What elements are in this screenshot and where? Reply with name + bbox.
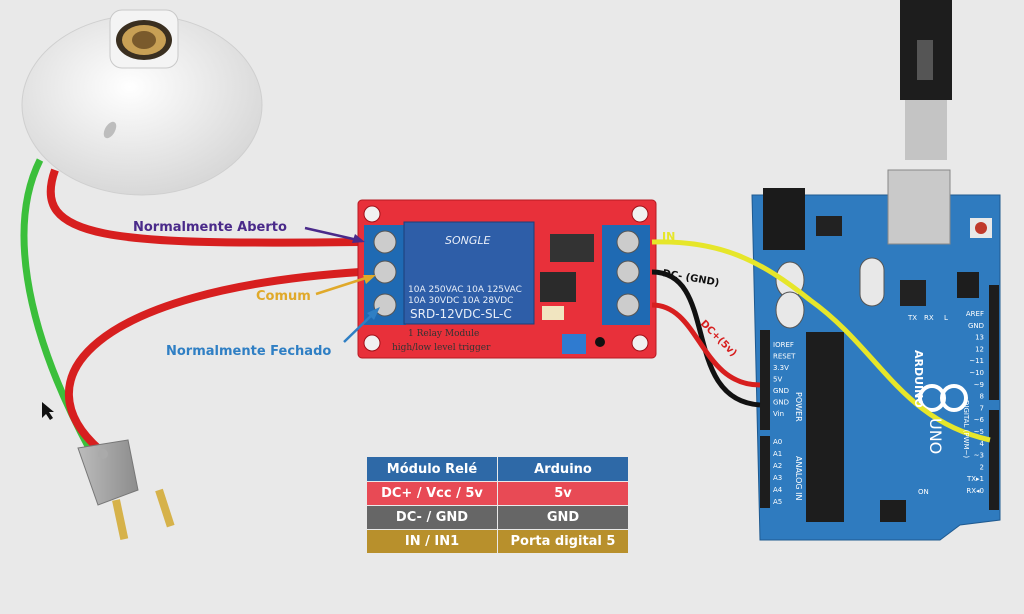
wire-label-in: IN — [662, 230, 675, 243]
pin-label: A1 — [773, 450, 782, 458]
pin-label: GND — [773, 387, 789, 395]
red-wire-plug-to-com — [64, 268, 361, 454]
pin-label: ~5 — [974, 428, 984, 436]
wire-label-gnd: DC- (GND) — [661, 268, 720, 289]
red-wire-vcc — [651, 302, 761, 388]
pin-label: Vin — [773, 410, 784, 418]
pin-label: ~3 — [974, 452, 984, 460]
digital-pin-labels: AREF GND 13 12 ~11 ~10 ~9 8 7 ~6 ~5 4 ~3 2TX▸1RX◂0 — [966, 310, 985, 495]
table-cell: Porta digital 5 — [497, 529, 629, 554]
pin-label: 8 — [980, 393, 984, 401]
digital-header: DIGITAL (PWM~) — [962, 400, 970, 458]
power-pin-labels: IOREF RESET 3.3V 5V GND GND Vin — [773, 341, 796, 418]
table-cell: GND — [497, 505, 629, 530]
power-plug — [77, 439, 175, 540]
label-common: Comum — [256, 289, 311, 304]
relay-caption: 1 Relay Module — [408, 329, 479, 339]
relay-model: SRD-12VDC-SL-C — [410, 307, 512, 321]
relay-brand: SONGLE — [445, 234, 491, 247]
pin-label: TX▸1 — [966, 475, 984, 483]
usb-cable — [900, 0, 952, 160]
pin-label: ~11 — [969, 357, 984, 365]
pin-label: RESET — [773, 353, 796, 361]
pin-label: A3 — [773, 474, 782, 482]
relay-rating-1: 10A 250VAC 10A 125VAC — [408, 285, 522, 295]
pin-label: A5 — [773, 498, 782, 506]
label-normally-closed: Normalmente Fechado — [166, 344, 332, 359]
cursor-icon — [42, 402, 54, 420]
table-row: DC+ / Vcc / 5v 5v — [366, 481, 629, 506]
rx-label: RX — [924, 314, 934, 322]
power-header: POWER — [794, 392, 803, 422]
pin-label: A0 — [773, 438, 782, 446]
arduino-uno-text: UNO — [926, 418, 945, 454]
yellow-wire-in — [651, 239, 991, 443]
table-row: DC- / GND GND — [366, 505, 629, 530]
pin-label: 7 — [980, 404, 984, 412]
table-row: IN / IN1 Porta digital 5 — [366, 529, 629, 554]
relay-caption-2: high/low level trigger — [392, 343, 491, 353]
pin-label: 2 — [980, 463, 984, 471]
arduino-board — [751, 169, 1001, 541]
pin-label: ~10 — [969, 369, 984, 377]
pin-label: GND — [968, 322, 984, 330]
l-label: L — [944, 314, 948, 322]
arrows — [304, 226, 380, 343]
pin-label: GND — [773, 399, 789, 407]
arduino-logo-text: ARDUINO — [912, 350, 925, 408]
pin-label: IOREF — [773, 341, 794, 349]
pin-label: ~9 — [974, 381, 984, 389]
pin-label: 3.3V — [773, 364, 789, 372]
label-normally-open: Normalmente Aberto — [133, 220, 287, 235]
table-header: Módulo Relé — [366, 456, 498, 482]
black-wire-gnd — [651, 269, 761, 408]
pin-label: RX◂0 — [966, 487, 984, 495]
pin-label: AREF — [966, 310, 984, 318]
on-label: ON — [918, 488, 929, 496]
relay-module — [357, 199, 657, 359]
lamp-socket — [21, 9, 263, 196]
pin-label: 5V — [773, 376, 782, 384]
pin-label: 13 — [975, 334, 984, 342]
table-cell: 5v — [497, 481, 629, 506]
table-cell: DC+ / Vcc / 5v — [366, 481, 498, 506]
relay-rating-2: 10A 30VDC 10A 28VDC — [408, 296, 513, 306]
table-header-row: Módulo Relé Arduino — [366, 456, 629, 482]
analog-header: ANALOG IN — [794, 456, 803, 501]
table-cell: IN / IN1 — [366, 529, 498, 554]
table-header: Arduino — [497, 456, 629, 482]
pin-label: A4 — [773, 486, 783, 494]
red-wire-lamp-to-no — [46, 168, 361, 247]
table-cell: DC- / GND — [366, 505, 498, 530]
pin-label: 12 — [975, 345, 984, 353]
tx-label: TX — [907, 314, 917, 322]
pin-mapping-table: Módulo Relé Arduino DC+ / Vcc / 5v 5v DC… — [366, 456, 629, 554]
pin-label: 4 — [980, 440, 985, 448]
pin-label: ~6 — [974, 416, 985, 424]
pin-label: A2 — [773, 462, 782, 470]
